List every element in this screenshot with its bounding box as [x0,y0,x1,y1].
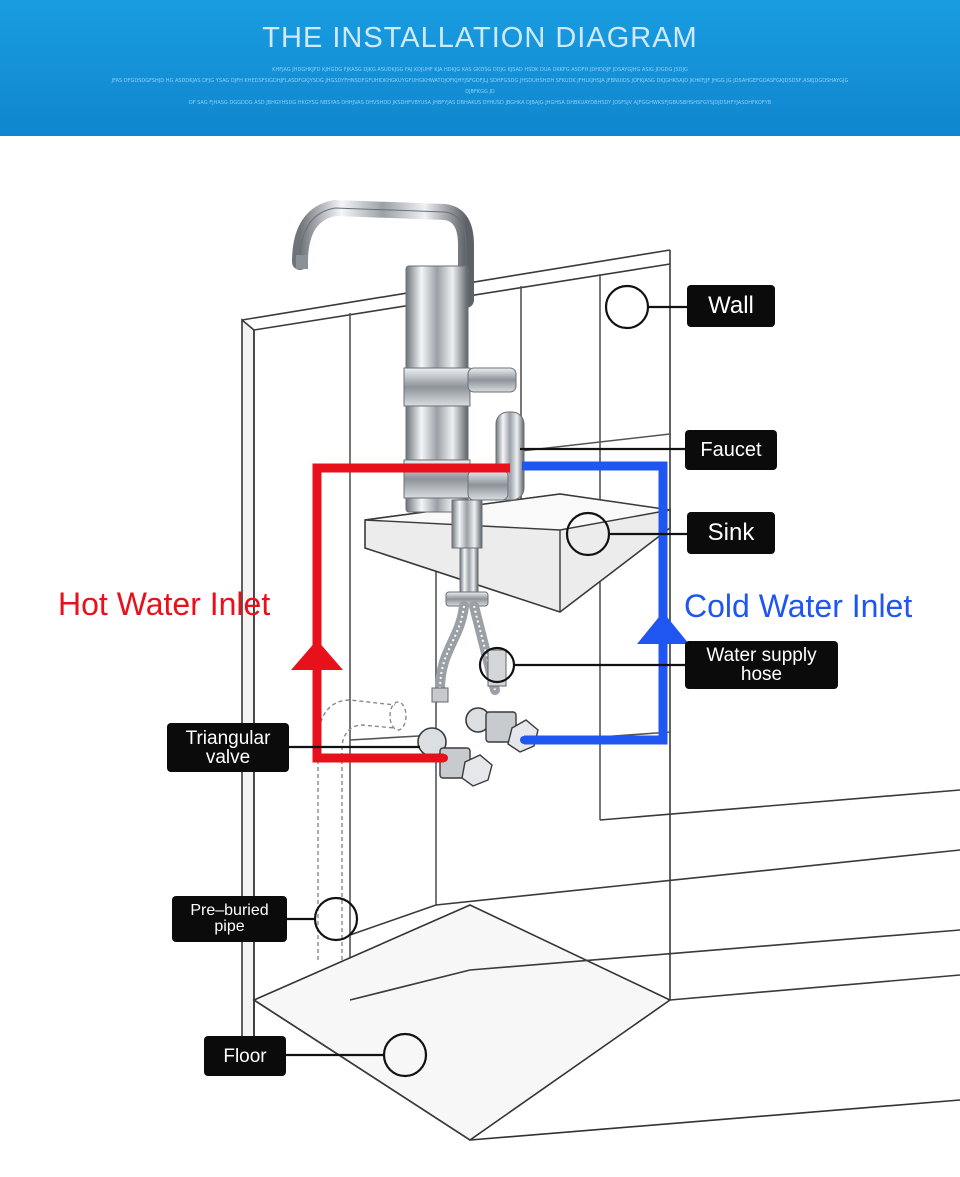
banner-subtitle-line: DF SAG FJHASG DGGDDG ASD JBHGYHSDG HKGYS… [188,100,772,106]
supply-hose-icon [431,601,507,703]
label-floor: Floor [204,1036,286,1076]
label-water-supply-hose: Water supply hose [685,641,838,689]
angle-valve-icon [417,707,539,787]
label-line: hose [740,664,783,685]
wall-structure [241,249,960,1141]
cold-water-line [520,461,689,745]
faucet-illustration [292,199,525,607]
banner-subtitle-line: DJBFKGG JD [465,89,495,95]
header-banner: THE INSTALLATION DIAGRAM KHFJAG JHDGHKJF… [0,0,960,136]
hot-water-inlet-label: Hot Water Inlet [58,586,271,622]
label-line: pipe [214,918,245,935]
label-line: Water supply [706,645,817,666]
cold-water-inlet-label: Cold Water Inlet [684,588,913,624]
sink-illustration [364,493,671,613]
label-sink: Sink [687,512,775,554]
label-pre-buried-pipe: Pre–buried pipe [172,896,287,942]
label-faucet: Faucet [685,430,777,470]
hot-water-line [291,463,510,763]
callout-markers [286,284,688,1078]
label-line: Triangular [185,727,271,749]
label-triangular-valve: Triangular valve [167,723,289,772]
page-title: THE INSTALLATION DIAGRAM [262,22,698,54]
label-wall: Wall [687,285,775,327]
arrow-up-icon [637,612,689,644]
label-line: Pre–buried [190,902,269,919]
label-line: valve [205,746,251,768]
banner-subtitle-line: JFAS DFGDSDGFSHJD HG ASDDKJAS DFJG YSAG … [111,78,849,84]
banner-subtitle-line: KHFJAG JHDGHKJFD KJHGDG FJKASG DJKG ASUD… [272,67,688,73]
